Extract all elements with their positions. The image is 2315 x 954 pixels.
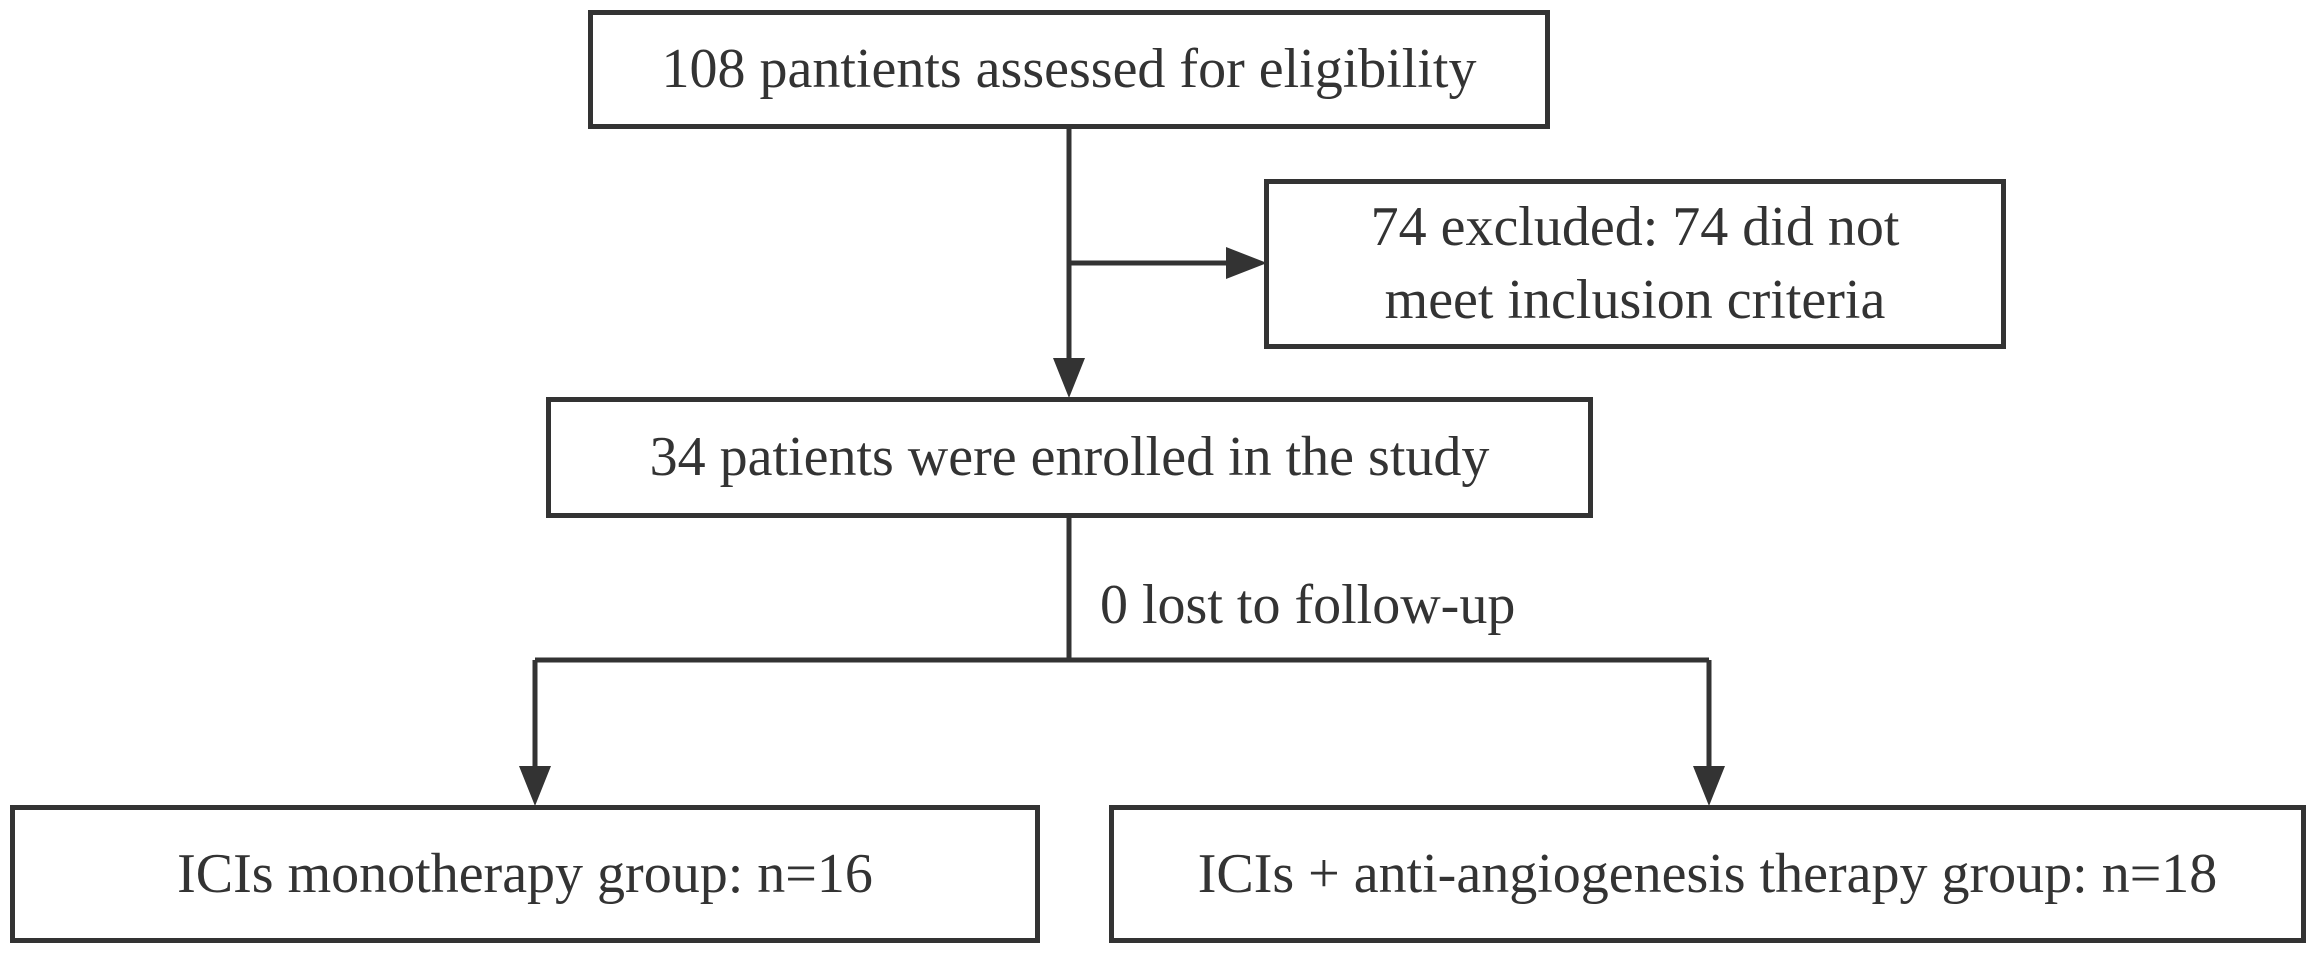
arrowhead-mono xyxy=(519,766,551,806)
excluded-box: 74 excluded: 74 did not meet inclusion c… xyxy=(1264,179,2006,349)
assessed-box: 108 pantients assessed for eligibility xyxy=(588,10,1550,129)
mono-group-text: ICIs monotherapy group: n=16 xyxy=(177,842,873,905)
arrowhead-enrolled xyxy=(1053,358,1085,398)
combo-group-text: ICIs + anti-angiogenesis therapy group: … xyxy=(1197,842,2218,905)
lost-to-follow-up-label: 0 lost to follow-up xyxy=(1100,574,1516,636)
combo-group-box: ICIs + anti-angiogenesis therapy group: … xyxy=(1109,805,2306,943)
mono-group-box: ICIs monotherapy group: n=16 xyxy=(10,805,1040,943)
arrowhead-excluded xyxy=(1226,247,1267,279)
excluded-text: 74 excluded: 74 did not meet inclusion c… xyxy=(1370,196,1900,331)
assessed-text: 108 pantients assessed for eligibility xyxy=(661,38,1477,101)
arrowhead-combo xyxy=(1693,766,1725,806)
enrolled-box: 34 patients were enrolled in the study xyxy=(546,397,1593,518)
enrolled-text: 34 patients were enrolled in the study xyxy=(649,426,1490,489)
